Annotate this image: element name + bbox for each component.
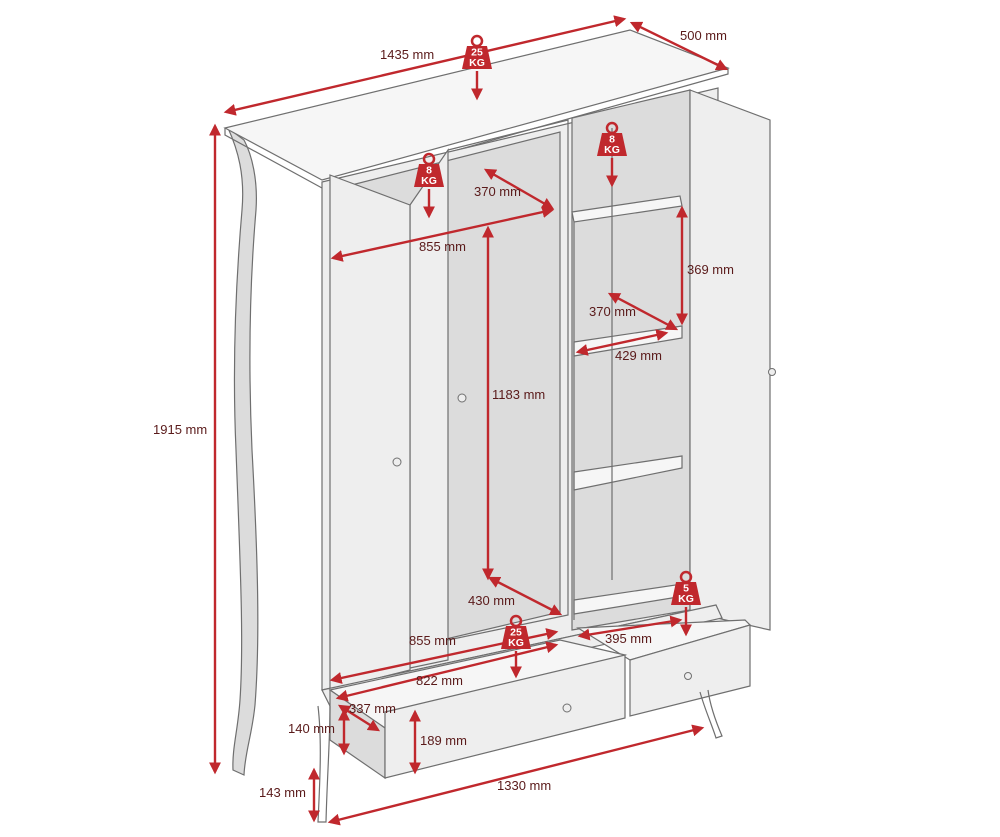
label-shelf-width: 429 mm [615, 348, 662, 363]
right-door [689, 89, 771, 631]
weight-icon-drawer-right: 5 KG [669, 570, 703, 637]
svg-text:8: 8 [609, 134, 615, 146]
label-depth-top: 500 mm [680, 28, 727, 43]
label-drawer-inner-height: 189 mm [420, 733, 467, 748]
svg-text:5: 5 [683, 583, 689, 595]
label-drawer-inner-width: 822 mm [416, 673, 463, 688]
label-hanging-depth: 370 mm [474, 184, 521, 199]
svg-text:KG: KG [469, 57, 485, 69]
label-drawer-front-height: 140 mm [288, 721, 335, 736]
svg-text:KG: KG [508, 637, 524, 649]
weight-icon-shelf: 8 KG [595, 121, 629, 188]
wardrobe-illustration [223, 29, 776, 823]
label-hanging-height: 1183 mm [492, 387, 545, 402]
weight-icon-drawer-left: 25 KG [499, 614, 533, 679]
left-door [329, 174, 411, 691]
left-side-panel [227, 127, 259, 776]
label-base-width: 1330 mm [497, 778, 551, 793]
label-leg-height: 143 mm [259, 785, 306, 800]
label-hanging-width: 855 mm [419, 239, 466, 254]
svg-text:KG: KG [421, 175, 437, 187]
label-drawer-right-width: 395 mm [605, 631, 652, 646]
svg-text:25: 25 [471, 47, 483, 59]
dimension-labels: 1435 mm 500 mm 1915 mm 370 mm 855 mm 118… [153, 28, 734, 800]
svg-text:KG: KG [604, 144, 620, 156]
middle-door [409, 148, 449, 669]
label-bottom-width: 855 mm [409, 633, 456, 648]
svg-text:8: 8 [426, 165, 432, 177]
label-shelf-depth: 370 mm [589, 304, 636, 319]
svg-text:25: 25 [510, 627, 522, 639]
front-right-leg [699, 689, 723, 739]
label-width-top: 1435 mm [380, 47, 434, 62]
dimension-lines [209, 15, 729, 826]
label-height-total: 1915 mm [153, 422, 207, 437]
weight-icon-top: 25 KG [460, 34, 494, 101]
weight-icon-hanging: 8 KG [412, 152, 446, 219]
label-shelf-spacing: 369 mm [687, 262, 734, 277]
label-drawer-inner-depth: 337 mm [349, 701, 396, 716]
label-bottom-depth: 430 mm [468, 593, 515, 608]
svg-text:KG: KG [678, 593, 694, 605]
